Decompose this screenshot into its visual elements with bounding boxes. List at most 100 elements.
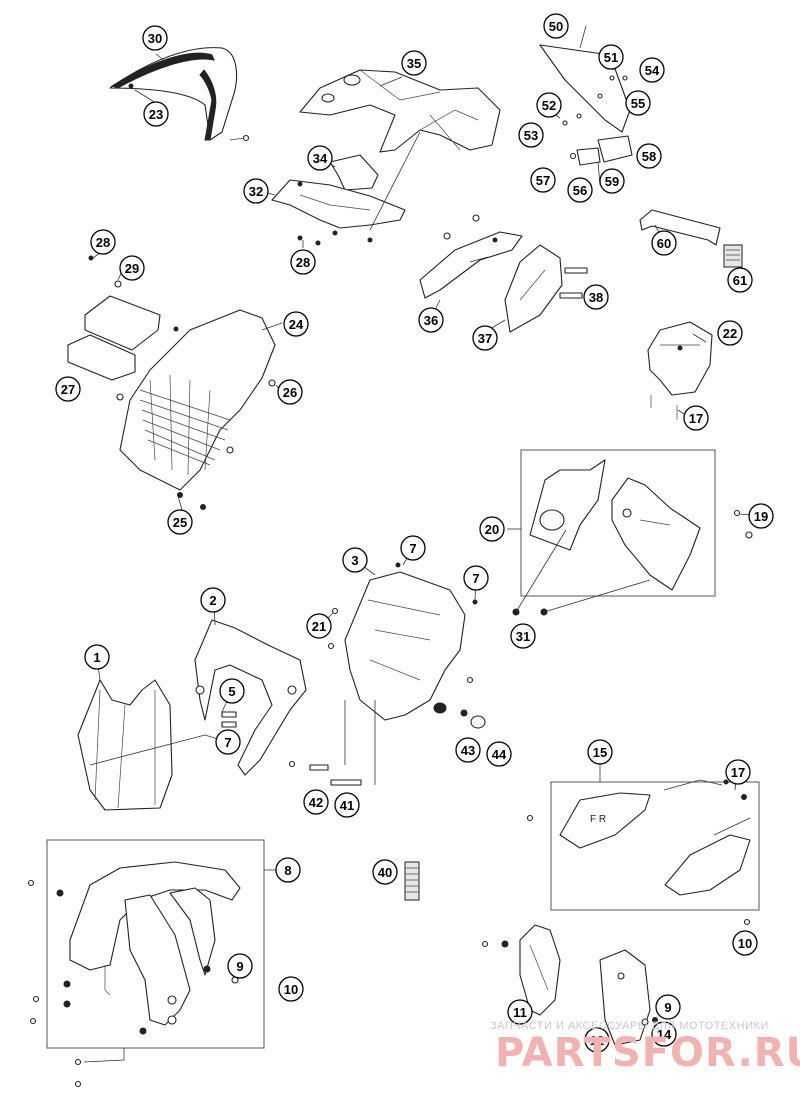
callout-23: 23 (143, 101, 169, 127)
callout-22: 22 (717, 320, 743, 346)
callout-52: 52 (536, 92, 562, 118)
callout-label: 53 (524, 128, 538, 143)
callout-label: 7 (472, 571, 479, 586)
callout-label: 36 (424, 313, 438, 328)
callout-3: 3 (342, 547, 368, 573)
callout-label: 27 (61, 382, 75, 397)
part-32-undertray (271, 179, 406, 246)
part-60-bracket (639, 209, 721, 246)
callout-label: 19 (754, 509, 768, 524)
callout-label: 7 (409, 541, 416, 556)
callout-label: 42 (309, 795, 323, 810)
part-15-tank-spoiler-left: F R (559, 792, 651, 849)
callout-36: 36 (418, 307, 444, 333)
part-36-side-cover (419, 214, 523, 299)
callout-label: 35 (407, 56, 421, 71)
watermark-subtitle: ЗАПЧАСТИ И АКСЕССУАРЫ ДЛЯ МОТОТЕХНИКИ (490, 1020, 769, 1032)
group-20-frame (520, 449, 716, 597)
callout-10: 10 (278, 976, 304, 1002)
callout-31: 31 (510, 623, 536, 649)
callout-label: 31 (516, 629, 530, 644)
part-11-number-plate (481, 924, 561, 1016)
callout-label: 58 (642, 149, 656, 164)
part-27-side-plate (67, 255, 161, 381)
callout-label: 15 (593, 745, 607, 760)
callout-label: 38 (589, 290, 603, 305)
callout-1: 1 (84, 644, 110, 670)
callout-label: 61 (733, 273, 747, 288)
svg-text:F R: F R (590, 814, 606, 825)
callout-25: 25 (167, 509, 193, 535)
callout-label: 50 (549, 19, 563, 34)
part-15-tank-spoiler-right (664, 834, 751, 896)
part-25-nuts (177, 492, 206, 510)
callout-label: 9 (664, 1000, 671, 1015)
part-20-fork-guard-left (529, 459, 606, 551)
callout-8: 8 (275, 857, 301, 883)
callout-58: 58 (636, 143, 662, 169)
callout-label: 34 (313, 151, 328, 166)
callout-34: 34 (307, 145, 333, 171)
callout-50: 50 (543, 13, 569, 39)
callout-label: 8 (284, 863, 291, 878)
part-1-headlight-mask (77, 679, 173, 811)
callout-44: 44 (486, 741, 512, 767)
callout-24: 24 (283, 311, 309, 337)
callout-label: 5 (228, 684, 235, 699)
part-37-side-cover (504, 244, 563, 333)
callout-12: 12 (584, 1027, 610, 1053)
callout-35: 35 (401, 50, 427, 76)
callout-label: 23 (149, 107, 163, 122)
callout-label: 59 (605, 174, 619, 189)
callout-label: 30 (148, 31, 162, 46)
callout-60: 60 (651, 230, 677, 256)
callout-label: 21 (312, 619, 326, 634)
callout-label: 17 (731, 765, 745, 780)
callout-61: 61 (727, 267, 753, 293)
callout-11: 11 (507, 999, 533, 1025)
callout-14: 14 (651, 1021, 677, 1047)
callout-53: 53 (518, 122, 544, 148)
callout-41: 41 (334, 792, 360, 818)
callout-9: 9 (655, 994, 681, 1020)
part-40-pad (404, 861, 420, 901)
part-20-fork-guard-right (611, 477, 701, 591)
callout-label: 10 (284, 982, 298, 997)
callout-9: 9 (227, 953, 253, 979)
part-8-fasteners (27, 879, 239, 1088)
callout-17: 17 (725, 759, 751, 785)
callout-37: 37 (472, 325, 498, 351)
callout-5: 5 (219, 678, 245, 704)
callout-27: 27 (55, 376, 81, 402)
callout-label: 37 (478, 331, 492, 346)
callout-17: 17 (683, 405, 709, 431)
callout-28: 28 (90, 229, 116, 255)
callout-56: 56 (567, 177, 593, 203)
group-8-frame (46, 839, 265, 1049)
callout-7: 7 (400, 535, 426, 561)
callout-label: 52 (542, 98, 556, 113)
callout-label: 20 (485, 522, 499, 537)
part-61-reflector (723, 244, 743, 268)
callout-30: 30 (142, 25, 168, 51)
part-26-screw (116, 379, 276, 454)
part-2-headlight-frame (194, 619, 307, 776)
callout-40: 40 (372, 859, 398, 885)
callout-10: 10 (732, 930, 758, 956)
callout-label: 22 (723, 326, 737, 341)
callout-label: 41 (340, 798, 354, 813)
callout-54: 54 (639, 57, 665, 83)
callout-label: 29 (125, 261, 139, 276)
callout-2: 2 (200, 587, 226, 613)
callout-label: 43 (461, 743, 475, 758)
callout-label: 12 (590, 1033, 604, 1048)
callout-label: 28 (296, 255, 310, 270)
callout-label: 57 (536, 173, 550, 188)
callout-59: 59 (599, 168, 625, 194)
callout-label: 1 (93, 650, 100, 665)
callout-label: 25 (173, 515, 187, 530)
callout-label: 60 (657, 236, 671, 251)
part-24-radiator-guard (119, 309, 276, 491)
